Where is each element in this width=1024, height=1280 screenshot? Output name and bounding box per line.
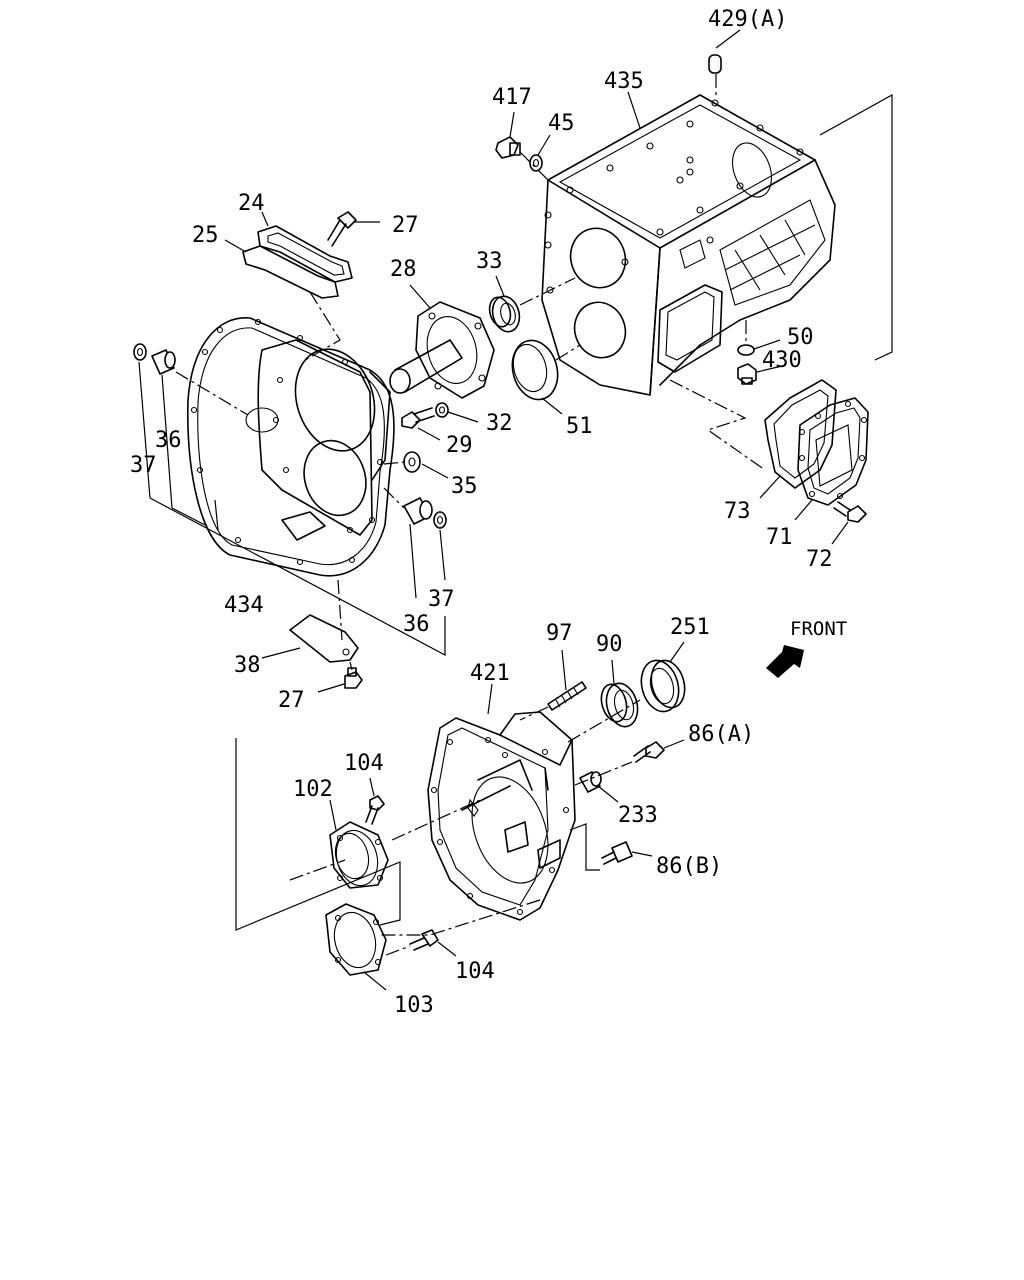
bushing-36-left bbox=[151, 349, 176, 375]
front-arrow-icon bbox=[766, 645, 804, 678]
label-38: 38 bbox=[234, 653, 261, 678]
label-front: FRONT bbox=[790, 618, 847, 640]
part-labels: 429(A) 435 417 45 24 27 25 28 33 50 430 … bbox=[130, 7, 847, 1018]
bolt-29 bbox=[401, 407, 441, 441]
bolt-104-lower bbox=[409, 929, 457, 957]
label-27-lower: 27 bbox=[278, 688, 305, 713]
label-102: 102 bbox=[293, 777, 333, 802]
gasket-73 bbox=[764, 379, 837, 489]
label-37-right: 37 bbox=[428, 587, 455, 612]
flywheel-housing-434 bbox=[187, 317, 395, 577]
label-73: 73 bbox=[724, 499, 751, 524]
sleeve-233 bbox=[579, 771, 619, 803]
bolt-86b bbox=[601, 841, 653, 865]
bushing-35 bbox=[403, 451, 449, 479]
label-35: 35 bbox=[451, 474, 478, 499]
label-33: 33 bbox=[476, 249, 503, 274]
cover-38 bbox=[261, 614, 359, 663]
seal-33 bbox=[488, 275, 521, 333]
cover-103 bbox=[325, 903, 387, 991]
bolt-27-lower bbox=[317, 667, 363, 693]
transmission-case-435 bbox=[541, 94, 836, 396]
label-36-right: 36 bbox=[403, 612, 430, 637]
label-251: 251 bbox=[670, 615, 710, 640]
washer-32 bbox=[435, 402, 479, 423]
label-103: 103 bbox=[394, 993, 434, 1018]
label-417: 417 bbox=[492, 85, 532, 110]
label-51: 51 bbox=[566, 414, 593, 439]
label-36-left: 36 bbox=[155, 428, 182, 453]
label-32: 32 bbox=[486, 411, 513, 436]
oring-50 bbox=[737, 339, 781, 356]
label-29: 29 bbox=[446, 433, 473, 458]
bolt-72 bbox=[831, 501, 867, 545]
cap-51 bbox=[511, 339, 563, 415]
side-cover-71 bbox=[797, 397, 869, 506]
seal-90 bbox=[600, 659, 639, 728]
stud-97 bbox=[547, 649, 587, 711]
label-104-lower: 104 bbox=[455, 959, 495, 984]
pin-429a bbox=[708, 29, 741, 74]
label-104-upper: 104 bbox=[344, 751, 384, 776]
ring-37-left bbox=[133, 343, 147, 361]
clutch-housing-421 bbox=[427, 711, 576, 921]
bolt-27 bbox=[327, 211, 380, 247]
label-429a: 429(A) bbox=[708, 7, 787, 32]
bushing-36-right bbox=[403, 497, 433, 525]
label-45: 45 bbox=[548, 111, 575, 136]
label-90: 90 bbox=[596, 632, 623, 657]
label-233: 233 bbox=[618, 803, 658, 828]
retainer-28 bbox=[389, 284, 495, 399]
plug-430 bbox=[737, 363, 783, 385]
bolt-86a bbox=[633, 739, 685, 763]
bolt-104-upper bbox=[365, 777, 385, 825]
label-421: 421 bbox=[470, 661, 510, 686]
label-37-left: 37 bbox=[130, 453, 157, 478]
label-50: 50 bbox=[787, 325, 814, 350]
gasket-24 bbox=[257, 225, 353, 283]
label-435: 435 bbox=[604, 69, 644, 94]
ring-37-right bbox=[433, 511, 447, 529]
label-27-upper: 27 bbox=[392, 213, 419, 238]
label-86a: 86(A) bbox=[688, 722, 754, 747]
label-25: 25 bbox=[192, 223, 219, 248]
label-71: 71 bbox=[766, 525, 793, 550]
label-72: 72 bbox=[806, 547, 833, 572]
gasket-25 bbox=[242, 245, 339, 299]
label-28: 28 bbox=[390, 257, 417, 282]
label-434: 434 bbox=[224, 593, 264, 618]
label-430: 430 bbox=[762, 348, 802, 373]
label-86b: 86(B) bbox=[656, 854, 722, 879]
plug-417 bbox=[495, 111, 521, 159]
washer-45 bbox=[529, 134, 551, 172]
label-24: 24 bbox=[238, 191, 265, 216]
label-97: 97 bbox=[546, 621, 573, 646]
cover-102 bbox=[329, 799, 389, 889]
ring-251 bbox=[640, 641, 686, 713]
